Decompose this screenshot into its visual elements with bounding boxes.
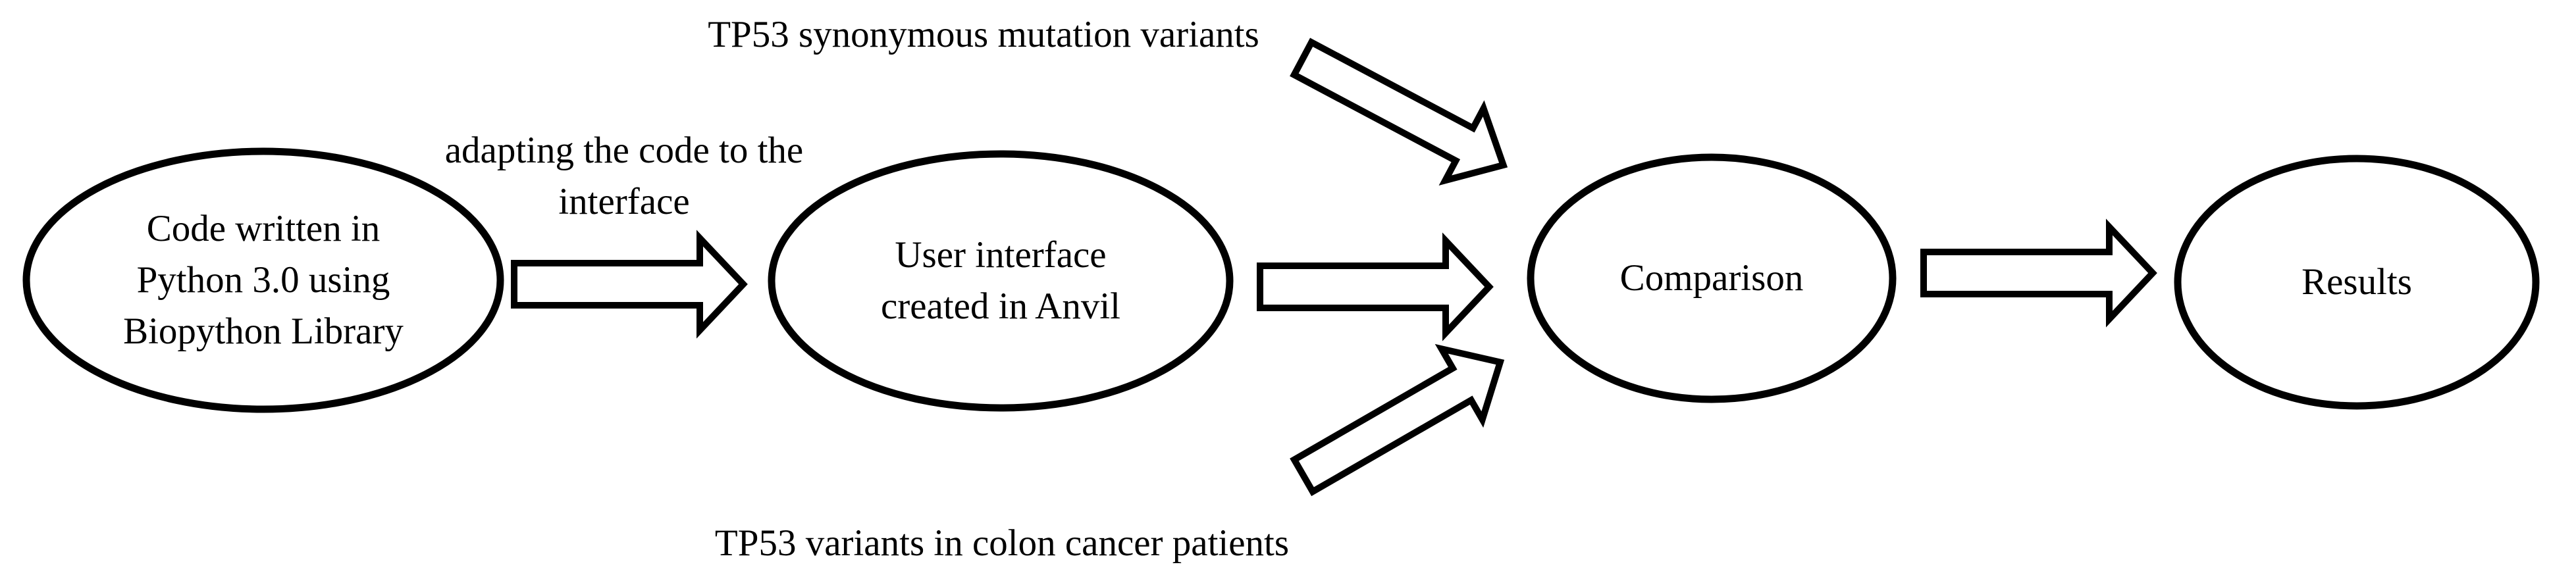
adapting-edge-label-line1: adapting the code to the [444, 130, 804, 171]
ui-node-label-line2: created in Anvil [880, 286, 1121, 327]
ui-node-label: User interface created in Anvil [772, 154, 1230, 408]
flow-arrow-code-to-ui-icon [511, 230, 748, 339]
code-node-ellipse [22, 147, 504, 413]
top-input-label: TP53 synonymous mutation variants [708, 14, 1259, 55]
comparison-node-ellipse [1527, 153, 1897, 403]
input-arrow-colon-cancer-variants-icon [1290, 343, 1505, 497]
ui-node-label-line1: User interface [895, 234, 1107, 276]
results-node-label: Results [2178, 159, 2536, 406]
results-node-ellipse [2174, 155, 2540, 410]
code-node-label-line1: Code written in [146, 208, 381, 249]
comparison-node-label: Comparison [1531, 157, 1893, 399]
code-node-label-line3: Biopython Library [123, 311, 404, 352]
flow-arrow-ui-to-comparison-icon [1257, 232, 1494, 341]
code-node-label: Code written in Python 3.0 using Biopyth… [26, 151, 500, 409]
adapting-edge-label: adapting the code to the interface [427, 125, 822, 228]
ui-node-ellipse [768, 150, 1234, 412]
input-arrow-synonymous-variants-icon [1290, 38, 1508, 186]
adapting-edge-label-line2: interface [558, 181, 690, 222]
comparison-node-label-line1: Comparison [1619, 257, 1804, 299]
code-node-label-line2: Python 3.0 using [136, 259, 390, 301]
results-node-label-line1: Results [2301, 261, 2412, 303]
flow-arrow-comparison-to-results-icon [1920, 218, 2157, 328]
bottom-input-label: TP53 variants in colon cancer patients [714, 522, 1290, 564]
